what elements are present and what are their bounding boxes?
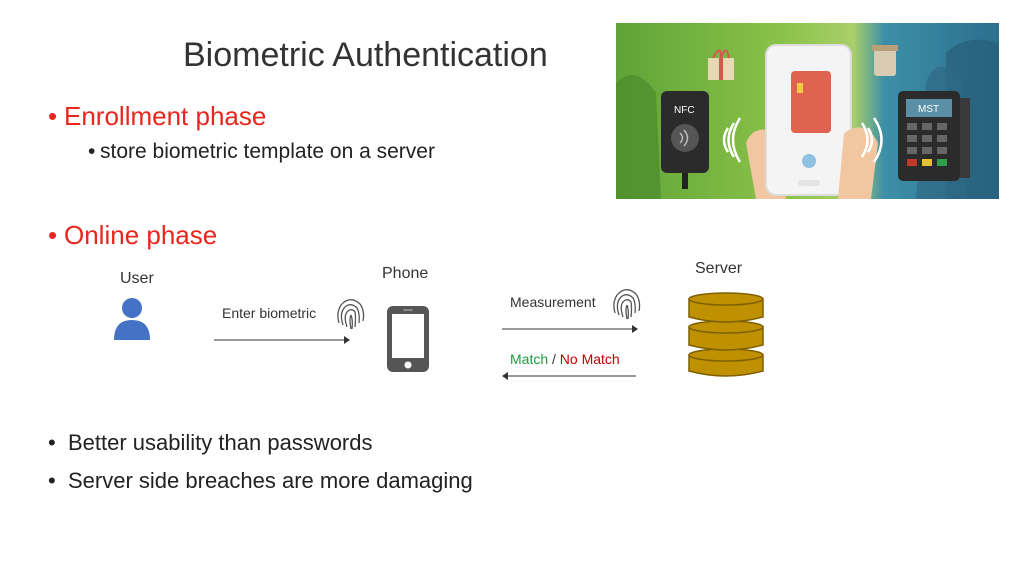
server-label: Server (695, 260, 743, 277)
user-label: User (120, 270, 154, 287)
bottom-bullet-2-text: Server side breaches are more damaging (68, 468, 473, 493)
measurement-label: Measurement (510, 294, 596, 310)
enrollment-heading: •Enrollment phase (48, 101, 266, 132)
mst-text: MST (918, 104, 939, 115)
enter-biometric-label: Enter biometric (222, 305, 317, 321)
slide-title: Biometric Authentication (183, 36, 548, 74)
bullet-dot: • (48, 468, 56, 493)
nfc-payment-illustration: NFC MST (616, 23, 999, 199)
bottom-bullet-1-text: Better usability than passwords (68, 430, 373, 455)
enrollment-heading-text: Enrollment phase (64, 101, 267, 131)
phone-label: Phone (382, 265, 429, 282)
nfc-payment-photo: NFC MST (616, 23, 999, 199)
phone-icon (387, 306, 429, 372)
bullet-dot: • (88, 140, 96, 163)
enrollment-sub-text: store biometric template on a server (100, 140, 435, 163)
bottom-bullet-2: • Server side breaches are more damaging (48, 468, 473, 494)
separator-text: / (552, 351, 556, 367)
enrollment-subbullet: •store biometric template on a server (88, 140, 435, 164)
fingerprint-icon (337, 299, 365, 330)
online-heading: •Online phase (48, 220, 217, 251)
nfc-text: NFC (674, 105, 695, 116)
arrow-server-to-phone (502, 372, 636, 380)
match-result-label: Match / No Match (510, 351, 620, 367)
match-text: Match (510, 351, 549, 367)
fingerprint-icon (613, 289, 641, 320)
bullet-dot: • (48, 430, 56, 455)
nomatch-text: No Match (559, 351, 620, 367)
online-heading-text: Online phase (64, 220, 218, 250)
database-icon (688, 292, 764, 377)
user-icon (114, 298, 150, 340)
arrow-user-to-phone (214, 336, 350, 344)
bullet-dot: • (48, 220, 58, 250)
bullet-dot: • (48, 101, 58, 131)
arrow-phone-to-server (502, 325, 638, 333)
bottom-bullet-1: • Better usability than passwords (48, 430, 373, 456)
